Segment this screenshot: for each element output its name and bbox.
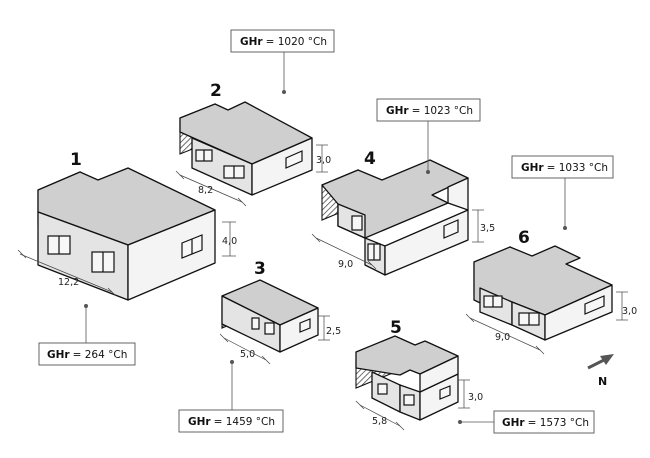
compass: N xyxy=(587,354,614,388)
building-6-ghr-box: GHr= 1033 °Ch xyxy=(511,155,614,179)
building-1-ghr-box: GHr= 264 °Ch xyxy=(38,342,136,366)
building-1-length: 12,2 xyxy=(58,277,79,288)
building-5-height: 3,0 xyxy=(468,392,483,403)
building-4-number: 4 xyxy=(364,149,376,169)
svg-text:GHr= 1020 °Ch: GHr= 1020 °Ch xyxy=(240,36,327,48)
building-6-length: 9,0 xyxy=(495,332,510,343)
building-5-ghr-value: = 1573 °Ch xyxy=(528,417,589,429)
building-6-ghr-label: GHr xyxy=(521,162,544,174)
building-2-ghr-value: = 1020 °Ch xyxy=(266,36,327,48)
building-3-ghr-value: = 1459 °Ch xyxy=(214,416,275,428)
svg-text:GHr= 1033 °Ch: GHr= 1033 °Ch xyxy=(521,162,608,174)
building-4-ghr-box: GHr= 1023 °Ch xyxy=(376,98,481,122)
building-1-ghr-label: GHr xyxy=(47,349,70,361)
building-2-ghr-box: GHr= 1020 °Ch xyxy=(230,29,335,53)
building-2: 2 8,2 3,0 GHr= 1020 °Ch xyxy=(175,29,335,207)
svg-text:GHr= 1459 °Ch: GHr= 1459 °Ch xyxy=(188,416,275,428)
building-4-ghr-value: = 1023 °Ch xyxy=(412,105,473,117)
building-6-number: 6 xyxy=(518,228,530,248)
building-1-ghr-value: = 264 °Ch xyxy=(73,349,128,361)
building-4: 4 9,0 3,5 GHr= 1023 °Ch xyxy=(311,98,495,276)
svg-text:GHr= 264 °Ch: GHr= 264 °Ch xyxy=(47,349,127,361)
svg-text:GHr= 1023 °Ch: GHr= 1023 °Ch xyxy=(386,105,473,117)
building-6-height: 3,0 xyxy=(622,306,637,317)
building-3: 3 5,0 2,5 GHr= 1459 °Ch xyxy=(178,259,341,433)
building-4-ghr-label: GHr xyxy=(386,105,409,117)
building-6: 6 9,0 3,0 GHr= 1033 °Ch xyxy=(465,155,637,355)
building-2-ghr-label: GHr xyxy=(240,36,263,48)
building-6-ghr-value: = 1033 °Ch xyxy=(547,162,608,174)
building-5-ghr-label: GHr xyxy=(502,417,525,429)
building-3-ghr-label: GHr xyxy=(188,416,211,428)
north-arrow-icon xyxy=(587,354,614,370)
building-1: 1 12,2 4,0 GHr= 264 °Ch xyxy=(17,150,237,366)
building-4-height: 3,5 xyxy=(480,223,495,234)
north-label: N xyxy=(598,375,607,388)
building-4-length: 9,0 xyxy=(338,259,353,270)
building-1-number: 1 xyxy=(70,150,82,170)
building-3-length: 5,0 xyxy=(240,349,255,360)
building-2-height: 3,0 xyxy=(316,155,331,166)
building-3-height: 2,5 xyxy=(326,326,341,337)
svg-text:GHr= 1573 °Ch: GHr= 1573 °Ch xyxy=(502,417,589,429)
building-5-ghr-box: GHr= 1573 °Ch xyxy=(493,410,595,434)
building-3-ghr-box: GHr= 1459 °Ch xyxy=(178,409,284,433)
building-5: 5 5,8 3,0 GHr= 1573 °Ch xyxy=(355,318,595,434)
building-5-length: 5,8 xyxy=(372,416,387,427)
building-2-length: 8,2 xyxy=(198,185,213,196)
building-2-number: 2 xyxy=(210,81,222,101)
building-5-number: 5 xyxy=(390,318,402,338)
building-3-number: 3 xyxy=(254,259,266,279)
building-1-height: 4,0 xyxy=(222,236,237,247)
